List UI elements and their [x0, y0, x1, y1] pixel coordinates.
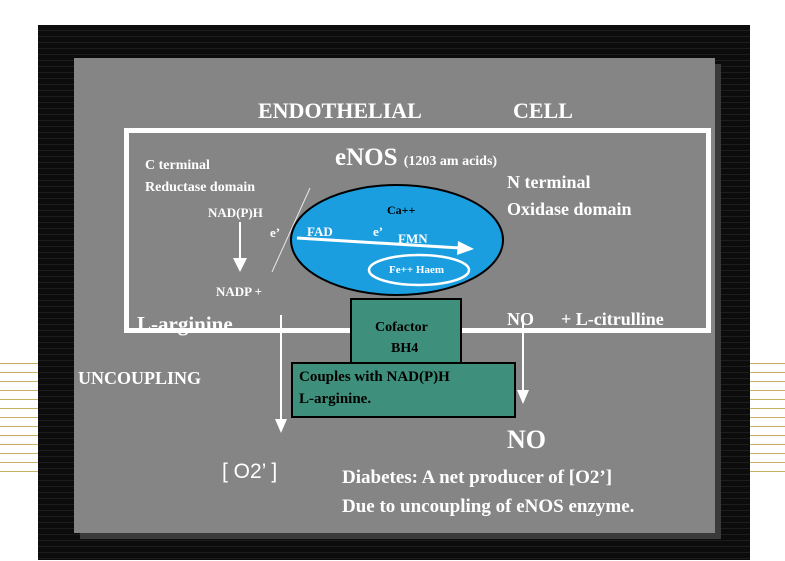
fad-label: FAD	[307, 224, 333, 239]
domain-divider	[271, 187, 311, 273]
c-terminal-line1: C terminal	[145, 158, 210, 173]
cofactor-line1: Cofactor	[375, 320, 428, 335]
nadp-label: NADP +	[216, 284, 263, 299]
haem-ring	[367, 253, 471, 287]
electron-flow-arrow	[296, 236, 461, 250]
enos-label: eNOS (1203 am acids)	[335, 144, 497, 172]
uncoupling-label: UNCOUPLING	[78, 368, 202, 388]
right-stripes	[750, 355, 785, 475]
couples-box	[291, 362, 516, 418]
superoxide-label: [ O2’ ]	[222, 460, 278, 483]
couples-line2: L-arginine.	[299, 391, 372, 407]
enos-name: eNOS	[335, 144, 398, 171]
left-stripes	[0, 355, 38, 475]
calcium-label: Ca++	[387, 203, 416, 217]
enos-size: (1203 am acids)	[403, 154, 498, 169]
electron-flow-arrowhead	[457, 241, 474, 255]
n-terminal-line1: N terminal	[507, 172, 591, 192]
no-product-label: NO	[507, 309, 534, 329]
nadph-arrow-head	[233, 258, 247, 272]
electron-inner: e’	[373, 224, 384, 239]
c-terminal-line2: Reductase domain	[145, 180, 256, 195]
electron-left: e’	[270, 225, 281, 240]
cofactor-line2: BH4	[391, 341, 419, 356]
couples-line1: Couples with NAD(P)H	[299, 369, 450, 385]
haem-label: Fe++ Haem	[389, 264, 444, 276]
diabetes-line2: Due to uncoupling of eNOS enzyme.	[342, 496, 635, 517]
title-right: CELL	[513, 98, 573, 123]
uncoupling-arrow-head	[275, 419, 287, 433]
cofactor-box	[350, 298, 462, 364]
l-arginine-label: L-arginine	[137, 312, 233, 336]
diabetes-line1: Diabetes: A net producer of [O2’]	[342, 467, 613, 488]
no-arrow-head	[517, 390, 529, 404]
title-left: ENDOTHELIAL	[258, 98, 422, 123]
fmn-label: FMN	[398, 231, 428, 246]
citrulline-label: + L-citrulline	[561, 309, 664, 329]
n-terminal-line2: Oxidase domain	[507, 199, 632, 219]
nadph-label: NAD(P)H	[208, 205, 263, 220]
no-big-label: NO	[507, 425, 546, 454]
enos-ellipse	[290, 184, 504, 296]
